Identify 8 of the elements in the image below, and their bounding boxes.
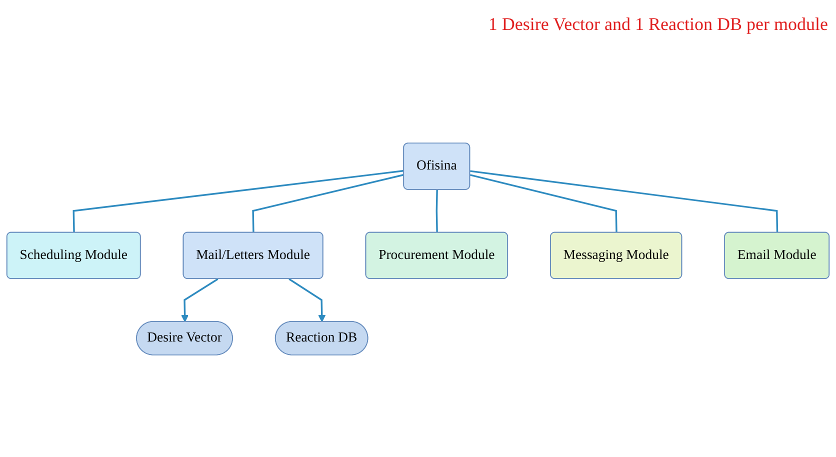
connector	[436, 190, 438, 233]
arrow	[181, 278, 218, 322]
connector	[470, 174, 618, 233]
arrow	[288, 278, 326, 322]
note-text: 1 Desire Vector and 1 Reaction DB per module	[488, 14, 828, 35]
connector	[252, 174, 404, 233]
connector	[470, 170, 778, 233]
connector	[72, 170, 404, 233]
